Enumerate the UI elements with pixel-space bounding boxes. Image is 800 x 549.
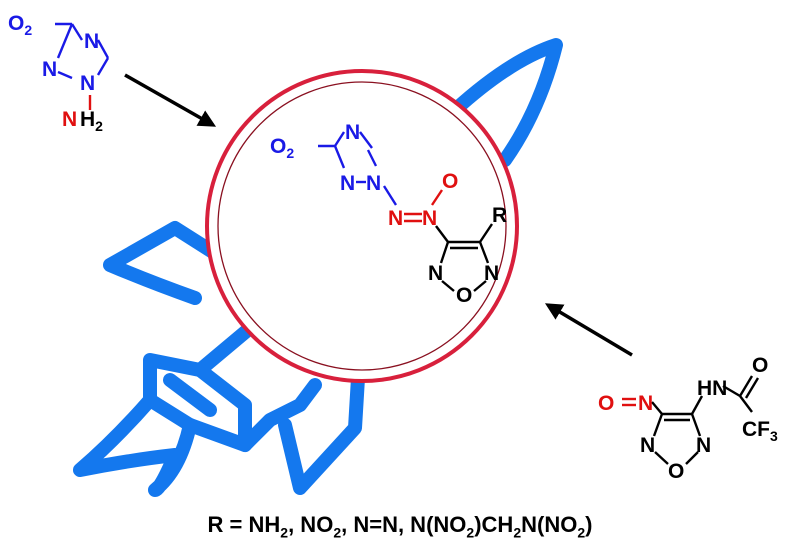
bot-furazan-n2: N: [696, 434, 711, 457]
rocket-body-band: [193, 363, 252, 452]
porthole: [205, 69, 519, 383]
prod-furazan-n1: N: [428, 262, 443, 285]
prod-r-group: R: [492, 204, 507, 227]
rocket-bottom-fin: [278, 371, 365, 495]
top-amine-n: N: [62, 108, 77, 131]
prod-furazan-n2: N: [484, 262, 499, 285]
top-amine-h: H: [80, 108, 95, 131]
top-no2-sub: 2: [24, 22, 32, 38]
reactant-aminonitrotriazole: O2 N N N N H2: [8, 12, 110, 134]
prod-triazole-n-a: N: [345, 121, 360, 144]
bot-carbonyl-o: O: [752, 354, 768, 377]
top-triazole-n-a: N: [84, 30, 99, 53]
rocket-icon: [73, 38, 563, 497]
rocket-top-fin: [103, 221, 245, 305]
bot-furazan-n1: N: [640, 434, 655, 457]
porthole-inner-ring: [217, 81, 507, 371]
bot-amide-nh: HN: [697, 377, 727, 400]
svg-text:O2: O2: [270, 135, 294, 161]
bot-cf3: CF: [742, 418, 770, 441]
reactant-nitrosofurazan-amide: O N HN O CF3 N N O: [598, 354, 778, 483]
rocket-body-band-2: [163, 373, 217, 417]
bot-cf3-sub: 3: [770, 428, 778, 444]
arrow-bottom-reactant: [544, 303, 633, 357]
prod-triazole-n-c: N: [366, 172, 381, 195]
rocket-flame: [73, 393, 197, 497]
prod-no2-sub: 2: [286, 145, 294, 161]
rocket-nose-cone: [448, 38, 563, 167]
top-triazole-n-b: N: [42, 58, 57, 81]
prod-furazan-o: O: [456, 284, 472, 307]
svg-text:O2: O2: [8, 12, 32, 38]
substituent-caption: R = NH2, NO2, N=N, N(NO2)CH2N(NO2): [207, 512, 593, 541]
bot-furazan-o: O: [668, 460, 684, 483]
top-amine-sub: 2: [95, 118, 103, 134]
prod-azo-n2: N: [422, 207, 437, 230]
svg-text:CF3: CF3: [742, 418, 778, 444]
top-no2-o: O: [8, 12, 24, 35]
arrow-top-reactant: [124, 73, 217, 127]
prod-oxide-o: O: [442, 170, 458, 193]
svg-text:H2: H2: [80, 108, 103, 134]
prod-triazole-n-b: N: [340, 172, 355, 195]
svg-text:N: N: [62, 108, 77, 131]
bot-nitroso-o: O: [598, 392, 614, 415]
porthole-outer-ring: [205, 69, 519, 383]
prod-azo-n1: N: [388, 207, 403, 230]
top-triazole-n-c: N: [80, 72, 95, 95]
product-molecule: O2 N N N N N O R N N O: [270, 121, 507, 307]
prod-no2-o: O: [270, 135, 286, 158]
bot-nitroso-n: N: [638, 392, 653, 415]
